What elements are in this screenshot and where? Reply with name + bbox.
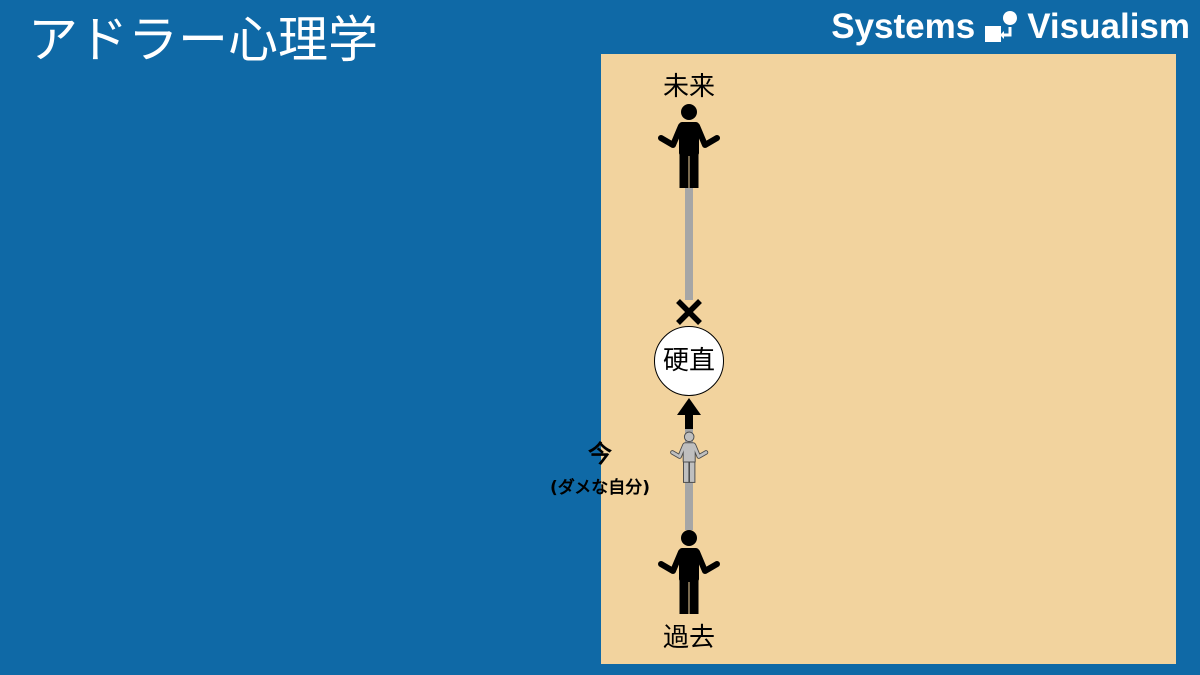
future-label: 未来 <box>662 72 715 102</box>
brand-logo: Systems Visualism <box>831 6 1190 48</box>
rigidity-node-label: 硬直 <box>662 346 715 376</box>
slide-title: アドラー心理学 <box>28 11 378 69</box>
past-label: 過去 <box>662 623 715 653</box>
brand-word-systems: Systems <box>831 7 976 46</box>
rigidity-node: 硬直 <box>654 326 724 396</box>
present-sublabel: (ダメな自分) <box>549 478 651 498</box>
present-label: 今 <box>588 440 612 468</box>
systems-visualism-logo-icon <box>985 11 1018 42</box>
brand-word-visualism: Visualism <box>1027 7 1190 46</box>
